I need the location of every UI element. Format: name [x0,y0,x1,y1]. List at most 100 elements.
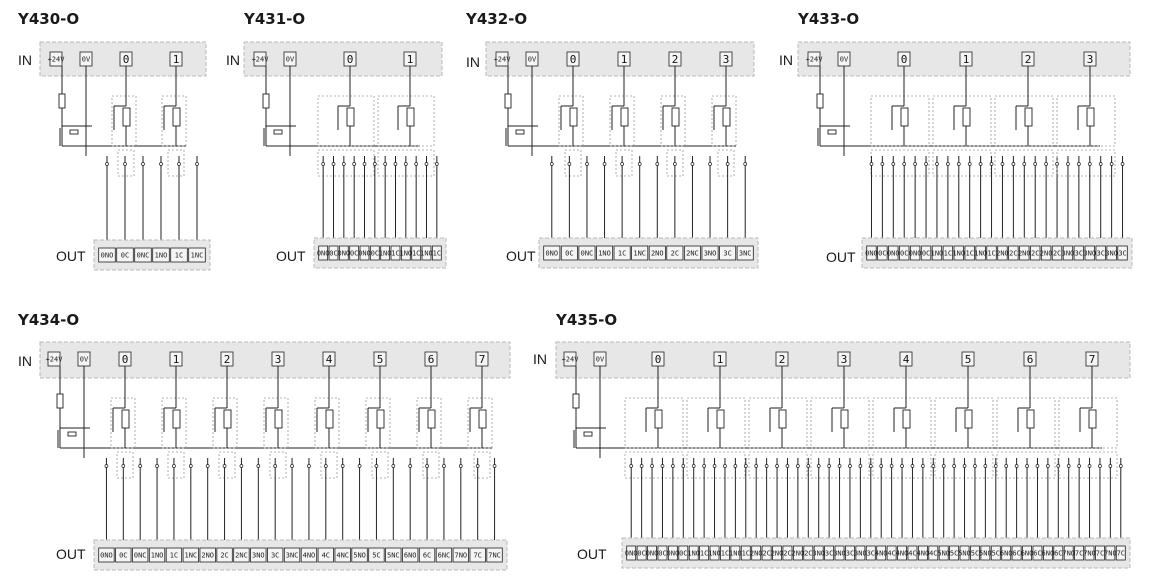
contact-icon [796,464,800,468]
contact-box [717,149,735,177]
output-terminal-label: 2NO [792,550,805,558]
output-terminal [596,245,614,261]
output-terminal [1115,545,1126,561]
channel-terminal-label: 3 [723,53,730,66]
output-terminal [390,245,401,261]
output-terminal [647,545,657,561]
contact-icon [105,162,109,166]
output-terminal [132,547,149,563]
output-terminal-label: 3C [271,552,279,560]
channel-terminal-label: 5 [965,353,972,366]
contact-icon [931,464,936,468]
output-terminal-label: 2NO [771,550,784,558]
output-terminal [98,547,115,563]
relay-module-box [161,95,187,147]
module-title: Y433-O [797,10,859,28]
output-terminal-label: 4NO [875,550,888,558]
output-terminal-label: 2C [671,250,679,258]
output-terminal-label: 0NO [625,550,638,558]
contact-icon [290,464,294,468]
contact-icon [671,464,675,468]
output-terminal-label: 7NO [1062,550,1075,558]
output-terminal-label: 1C [175,252,183,260]
contact-box [1058,451,1118,479]
output-terminal [435,547,453,563]
output-terminal [877,245,888,261]
output-terminal [134,247,152,263]
channel-terminal-label: 1 [173,353,180,366]
output-terminal-label: 3C [846,550,854,558]
output-terminal-label: 1C [618,250,626,258]
power-terminal-label: 0V [528,56,537,64]
contact-icon [458,464,463,468]
relay-module-box [748,397,808,449]
contact-icon [362,162,367,166]
contact-icon [785,464,790,468]
output-terminal-label: 2C [783,550,791,558]
relay-module-box [467,397,493,449]
contact-icon [104,464,109,468]
output-terminal [949,545,960,561]
contact-box [167,451,185,479]
contact-icon [1098,464,1102,468]
relay-coil-icon [654,409,663,429]
led-icon [515,129,525,135]
output-terminal [959,545,970,561]
output-terminal [688,545,699,561]
output-terminal-label: 0C [329,250,337,258]
output-terminal-label: 3NO [833,550,846,558]
contact-icon [1044,162,1048,166]
output-terminal-label: 3NO [252,552,265,560]
relay-coil-icon [1026,409,1035,429]
output-terminal [990,545,1001,561]
contact-icon [650,464,654,468]
contact-icon [374,464,379,468]
output-terminal [631,245,649,261]
contact-icon [172,464,176,468]
contact-icon [372,162,377,166]
output-terminal-label: 1C [721,550,729,558]
contact-icon [205,464,210,468]
relay-coil-icon [172,107,181,127]
contact-icon [155,464,159,468]
output-terminal-label: 4NO [917,550,930,558]
output-terminal [736,245,754,261]
contact-icon [913,162,917,166]
out-label: OUT [577,546,607,562]
contact-icon [869,162,874,166]
contact-icon [141,162,145,166]
contact-icon [1120,162,1125,166]
contact-icon [391,464,396,468]
output-terminal [751,545,762,561]
output-terminal-label: 1NO [952,250,965,258]
relay-coil-icon [325,409,334,429]
contact-box [996,451,1056,479]
output-terminal [975,245,986,261]
output-terminal [886,545,897,561]
power-terminal [563,351,577,367]
output-terminal [964,245,975,261]
contact-icon [902,162,907,166]
out-label: OUT [506,248,536,264]
relay-module-box [263,397,289,449]
contact-icon [1066,162,1070,166]
output-terminal [613,245,631,261]
output-terminal [233,547,250,563]
power-terminal [807,51,821,67]
output-terminal-label: 4C [929,550,937,558]
output-terminal [986,245,997,261]
relay-coil-icon [840,409,849,429]
contact-box [167,149,185,177]
output-terminal [1042,545,1053,561]
relay-coil-icon [722,107,731,127]
fuse-icon [58,93,66,109]
output-terminal-label: 0C [350,250,358,258]
output-terminal [909,245,921,261]
relay-module-box [161,397,187,449]
output-terminal [942,245,954,261]
relay-module-box [558,95,584,147]
output-terminal [626,545,637,561]
output-terminal-label: 1C [391,250,399,258]
contact-icon [585,162,589,166]
